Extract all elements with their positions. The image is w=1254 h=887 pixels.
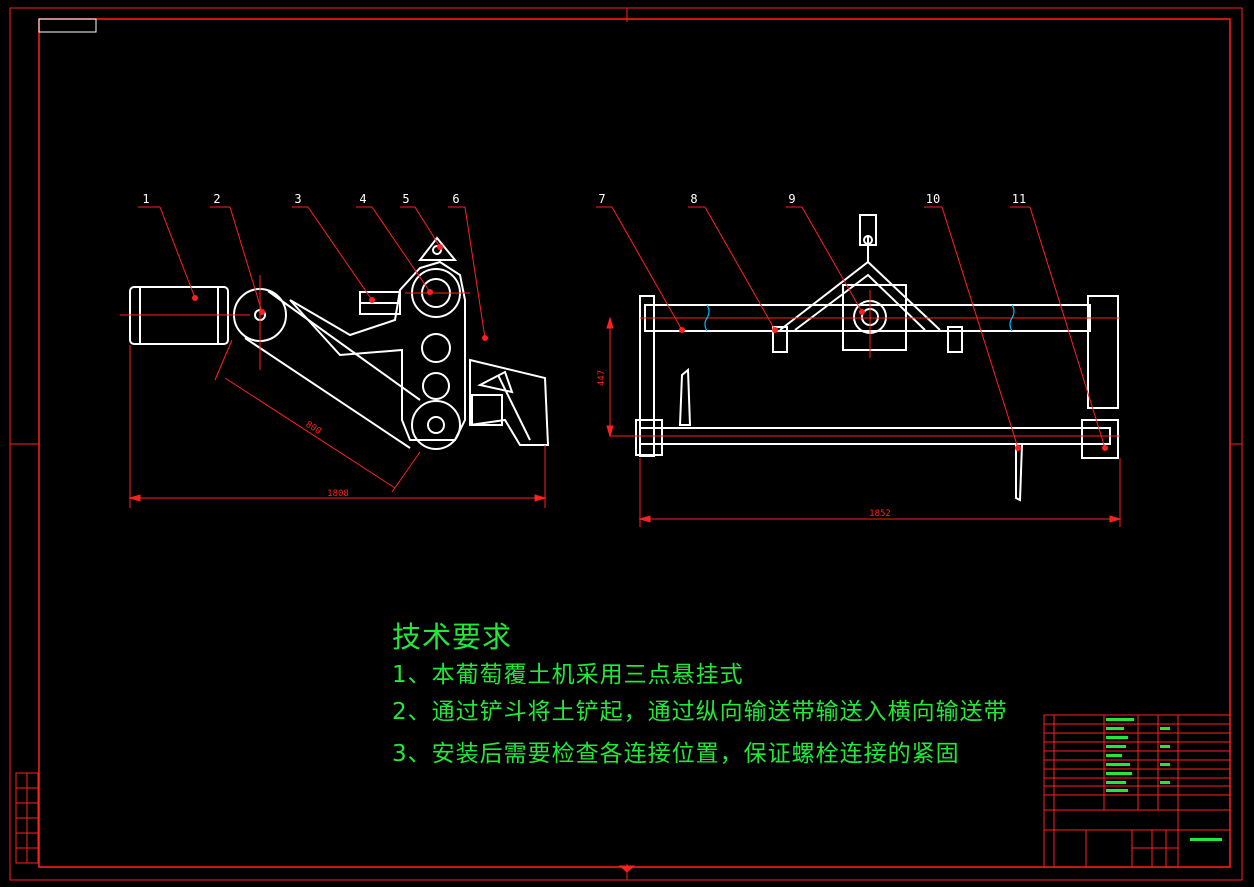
- part-number-4: 4: [359, 192, 366, 206]
- part-number-1: 1: [142, 192, 149, 206]
- part-number-5: 5: [402, 192, 409, 206]
- leader-arrows: [192, 244, 1108, 451]
- part-number-6: 6: [452, 192, 459, 206]
- front-view-dimensions: [606, 316, 1122, 527]
- part-number-10: 10: [926, 192, 940, 206]
- front-view-breaklines: [704, 304, 1015, 332]
- part-number-7: 7: [598, 192, 605, 206]
- part-number-labels: 1 2 3 4 5 6 7 8 9 10 11: [142, 192, 1026, 206]
- dim-side-overall: 1808: [327, 489, 349, 499]
- dim-front-height: 447: [597, 370, 607, 386]
- part-number-9: 9: [788, 192, 795, 206]
- side-view-centerlines: [120, 275, 470, 370]
- tech-requirement-2: 2、通过铲斗将土铲起，通过纵向输送带输送入横向输送带: [392, 699, 1008, 725]
- side-view: [129, 236, 550, 450]
- part-number-2: 2: [213, 192, 220, 206]
- tech-requirement-3: 3、安装后需要检查各连接位置，保证螺栓连接的紧固: [392, 741, 960, 767]
- side-view-dimensions: [128, 339, 547, 508]
- leader-lines: [138, 206, 1106, 449]
- part-number-8: 8: [690, 192, 697, 206]
- sheet-frame: [9, 7, 1243, 881]
- title-block-fill-marks: [1106, 718, 1222, 841]
- tech-requirement-1: 1、本葡萄覆土机采用三点悬挂式: [392, 662, 744, 688]
- title-block: [1043, 714, 1231, 868]
- part-number-3: 3: [294, 192, 301, 206]
- front-view-centerlines: [610, 290, 1120, 437]
- dim-side-arm: 800: [304, 420, 323, 437]
- dim-front-overall: 1852: [869, 509, 891, 519]
- tech-requirements-title: 技术要求: [392, 620, 513, 654]
- part-number-11: 11: [1012, 192, 1026, 206]
- side-stamp-table: [15, 772, 39, 864]
